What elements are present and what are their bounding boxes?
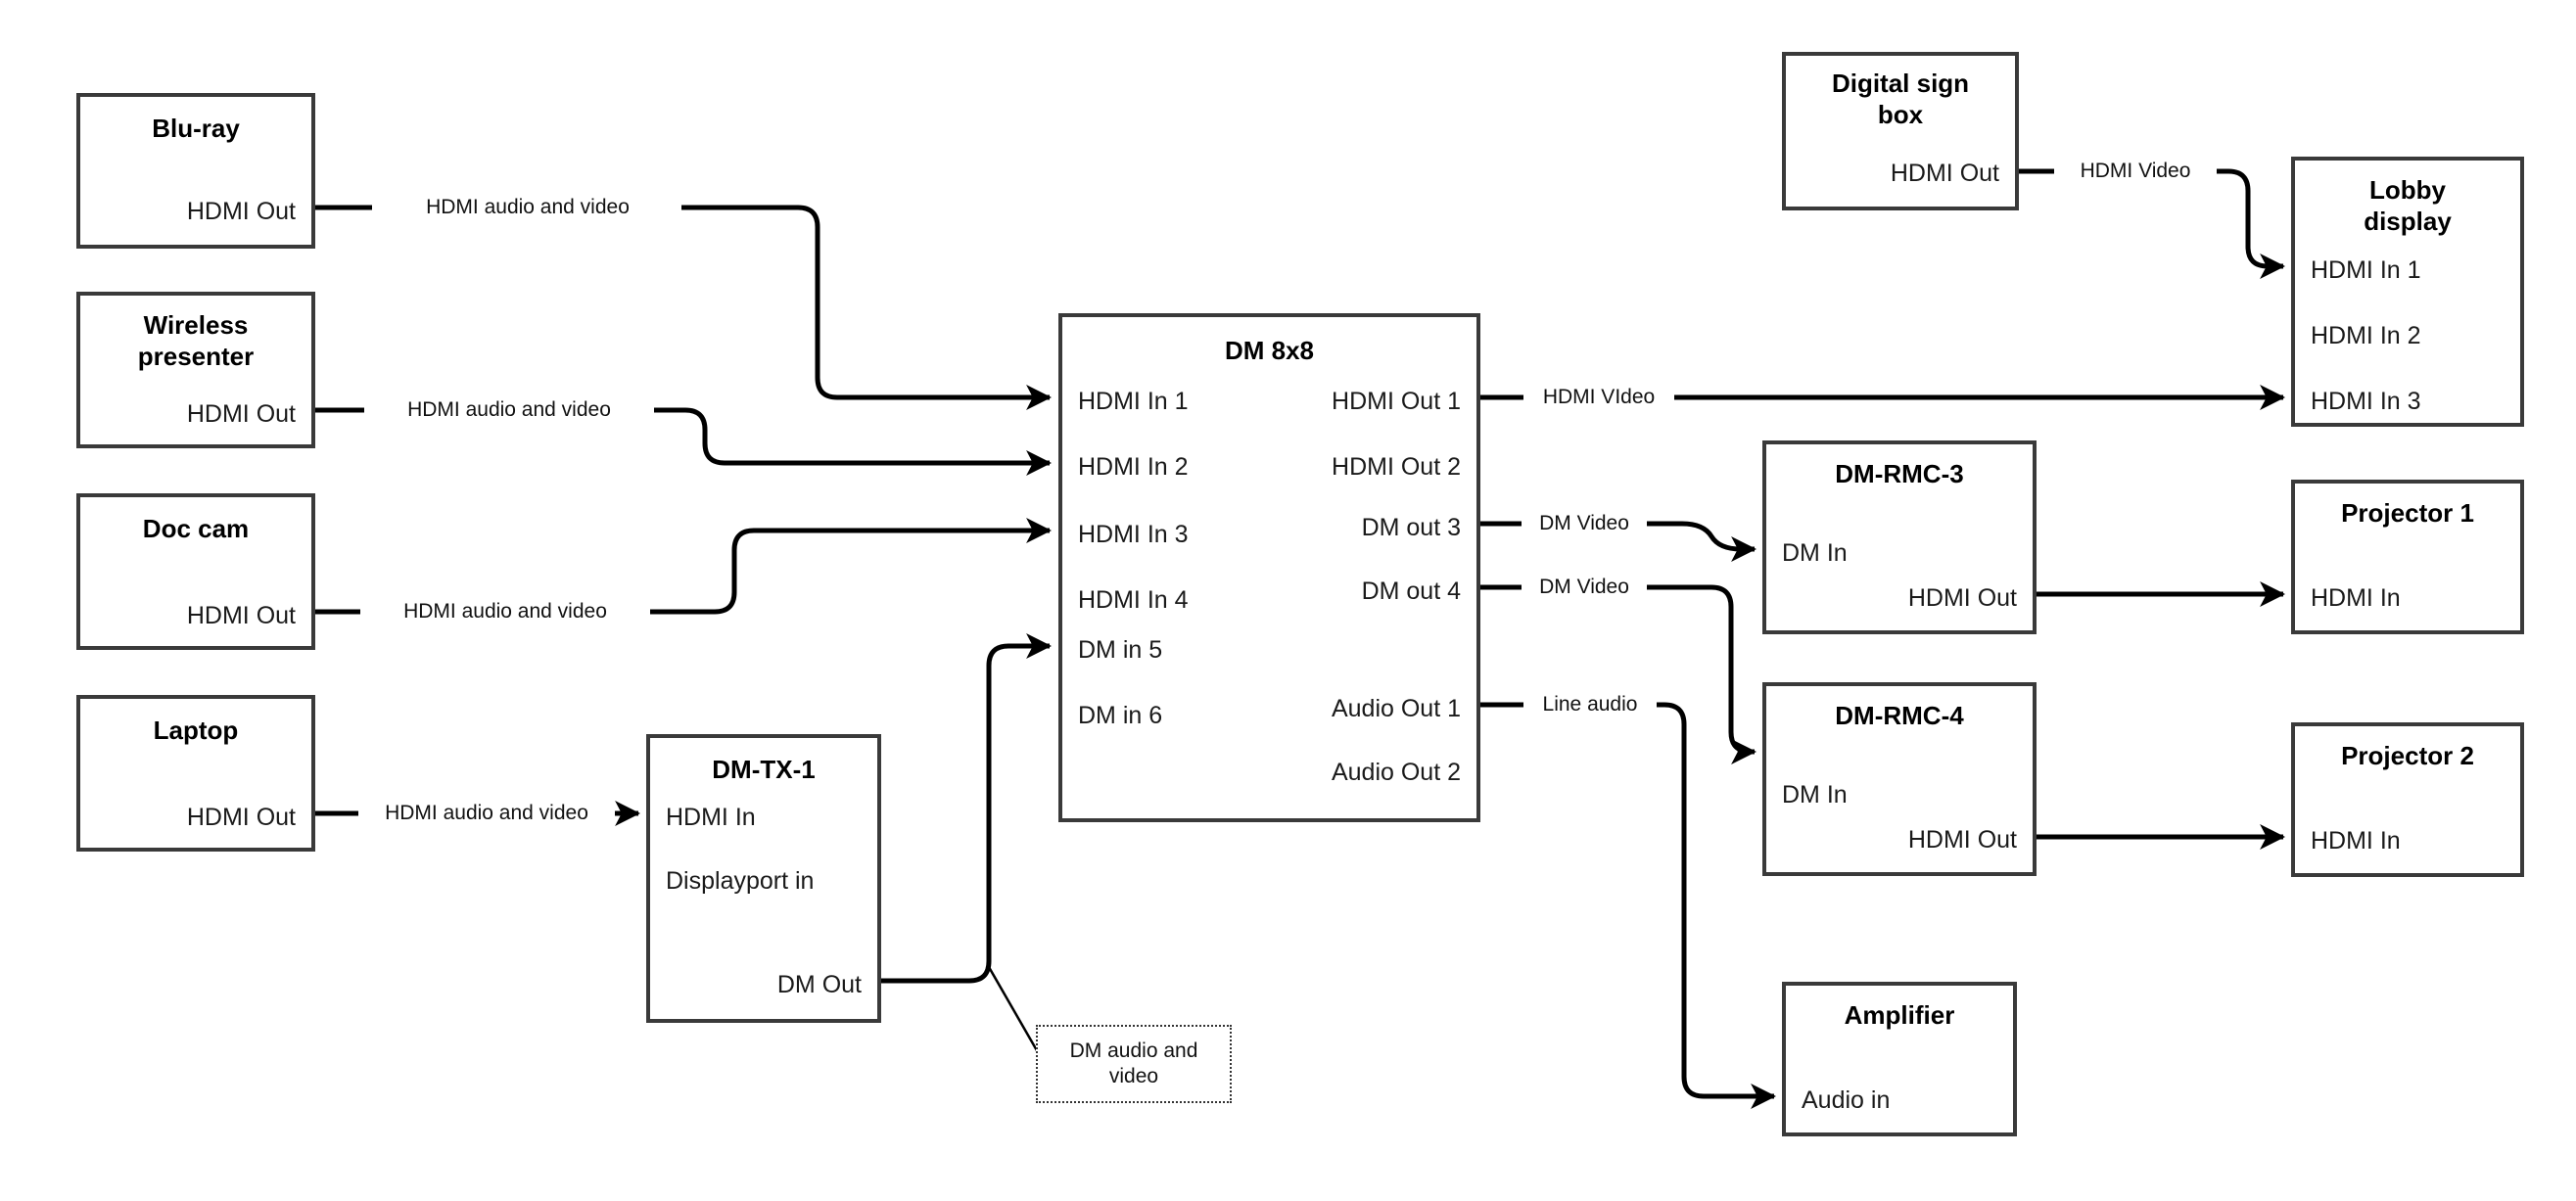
edge-label-doccam-to-dm: HDMI audio and video [360,600,650,624]
device-doc-cam[interactable]: Doc cam HDMI Out [76,493,315,650]
device-bluray-title: Blu-ray [152,114,240,143]
edge-label-dm-dmout3-to-rmc3: DM Video [1522,512,1647,535]
device-dm-8x8-title: DM 8x8 [1224,336,1315,365]
edge-label-dm-audioout1-to-amplifier: Line audio [1523,693,1657,716]
device-dm-tx-1-title: DM-TX-1 [712,755,816,784]
device-dm-8x8-input-hdmi-in-3: HDMI In 3 [1078,521,1189,548]
device-dm-8x8-output-hdmi-out-1: HDMI Out 1 [1332,388,1461,415]
device-dm-rmc-3-port-hdmi-out: HDMI Out [1907,584,2017,612]
device-lobby-display-title-line2: display [2364,207,2452,236]
device-projector-2[interactable]: Projector 2 HDMI In [2291,722,2524,877]
wire-sign-to-lobby-in1 [2019,168,2283,266]
device-digital-sign-box-port-hdmi-out: HDMI Out [1890,160,1999,187]
device-laptop-title: Laptop [153,716,239,745]
device-doc-cam-title: Doc cam [142,514,250,543]
device-laptop[interactable]: Laptop HDMI Out [76,695,315,852]
callout-text-line1: DM audio and [1069,1039,1198,1062]
device-dm-rmc-3-title: DM-RMC-3 [1835,459,1964,488]
device-amplifier-title: Amplifier [1844,1000,1955,1030]
edge-label-bluray-to-dm: HDMI audio and video [374,196,681,219]
device-dm-8x8-input-dm-in-5: DM in 5 [1078,636,1163,664]
device-lobby-display-title-line1: Lobby [2369,175,2446,205]
device-projector-1-title: Projector 1 [2341,498,2474,528]
device-dm-8x8-input-dm-in-6: DM in 6 [1078,702,1163,729]
wire-dmtx1-to-dm-in5 [881,633,1053,984]
device-wireless-presenter[interactable]: Wireless presenter HDMI Out [76,292,315,448]
callout-text: DM audio and video [1064,1039,1204,1089]
device-dm-rmc-4-port-dm-in: DM In [1782,781,1848,808]
device-dm-rmc-4-port-hdmi-out: HDMI Out [1907,826,2017,854]
device-dm-rmc-3[interactable]: DM-RMC-3 DM In HDMI Out [1762,440,2037,634]
edge-label-laptop-to-dmtx1: HDMI audio and video [358,802,615,825]
device-lobby-display[interactable]: Lobby display HDMI In 1 HDMI In 2 HDMI I… [2291,157,2524,427]
device-lobby-display-port-hdmi-in-3: HDMI In 3 [2311,388,2421,415]
device-doc-cam-port-hdmi-out: HDMI Out [186,602,296,629]
device-wireless-presenter-port-hdmi-out: HDMI Out [186,400,296,428]
device-dm-rmc-3-port-dm-in: DM In [1782,539,1848,567]
edge-label-dm-dmout4-to-rmc4: DM Video [1522,576,1647,599]
device-dm-rmc-4-title: DM-RMC-4 [1835,701,1964,730]
device-digital-sign-box[interactable]: Digital sign box HDMI Out [1782,52,2019,210]
wire-bluray-to-dm-in1 [315,205,1050,397]
device-dm-8x8-output-hdmi-out-2: HDMI Out 2 [1332,453,1461,481]
device-wireless-presenter-title-line2: presenter [137,342,255,371]
device-amplifier-port-audio-in: Audio in [1802,1086,1891,1114]
device-dm-8x8-input-hdmi-in-4: HDMI In 4 [1078,586,1189,614]
device-digital-sign-box-title-line1: Digital sign [1831,69,1970,98]
device-amplifier[interactable]: Amplifier Audio in [1782,982,2017,1136]
device-bluray-port-hdmi-out: HDMI Out [186,198,296,225]
device-dm-8x8-output-audio-out-1: Audio Out 1 [1331,695,1461,722]
device-projector-2-title: Projector 2 [2341,741,2474,770]
device-dm-8x8-output-audio-out-2: Audio Out 2 [1331,759,1461,786]
device-dm-rmc-4[interactable]: DM-RMC-4 DM In HDMI Out [1762,682,2037,876]
device-bluray[interactable]: Blu-ray HDMI Out [76,93,315,249]
device-dm-tx-1-port-hdmi-in: HDMI In [666,804,756,831]
device-dm-tx-1[interactable]: DM-TX-1 HDMI In Displayport in DM Out [646,734,881,1023]
edge-label-wireless-to-dm: HDMI audio and video [364,398,654,422]
edge-label-dm-hdmiout1-to-lobby: HDMI VIdeo [1523,386,1674,409]
device-projector-1[interactable]: Projector 1 HDMI In [2291,480,2524,634]
device-projector-1-port-hdmi-in: HDMI In [2311,584,2401,612]
device-projector-2-port-hdmi-in: HDMI In [2311,827,2401,855]
edge-label-sign-to-lobby: HDMI Video [2054,160,2217,183]
wire-callout-leader [987,966,1040,1053]
callout-text-line2: video [1108,1065,1159,1087]
callout-dm-audio-and-video: DM audio and video [1036,1025,1232,1103]
device-lobby-display-port-hdmi-in-1: HDMI In 1 [2311,256,2421,284]
device-dm-tx-1-port-displayport-in: Displayport in [666,867,815,895]
device-digital-sign-box-title-line2: box [1877,100,1924,129]
device-dm-tx-1-port-dm-out: DM Out [776,971,862,998]
device-laptop-port-hdmi-out: HDMI Out [186,804,296,831]
device-dm-8x8[interactable]: DM 8x8 HDMI In 1 HDMI In 2 HDMI In 3 HDM… [1058,313,1480,822]
device-dm-8x8-input-hdmi-in-1: HDMI In 1 [1078,388,1189,415]
device-lobby-display-port-hdmi-in-2: HDMI In 2 [2311,322,2421,349]
wire-dm-audioout1-to-amplifier [1480,702,1774,1096]
device-dm-8x8-output-dm-out-3: DM out 3 [1361,514,1461,541]
device-dm-8x8-input-hdmi-in-2: HDMI In 2 [1078,453,1189,481]
wire-dm-dmout4-to-rmc4 [1480,584,1755,752]
device-wireless-presenter-title-line1: Wireless [143,310,249,340]
device-dm-8x8-output-dm-out-4: DM out 4 [1361,577,1461,605]
